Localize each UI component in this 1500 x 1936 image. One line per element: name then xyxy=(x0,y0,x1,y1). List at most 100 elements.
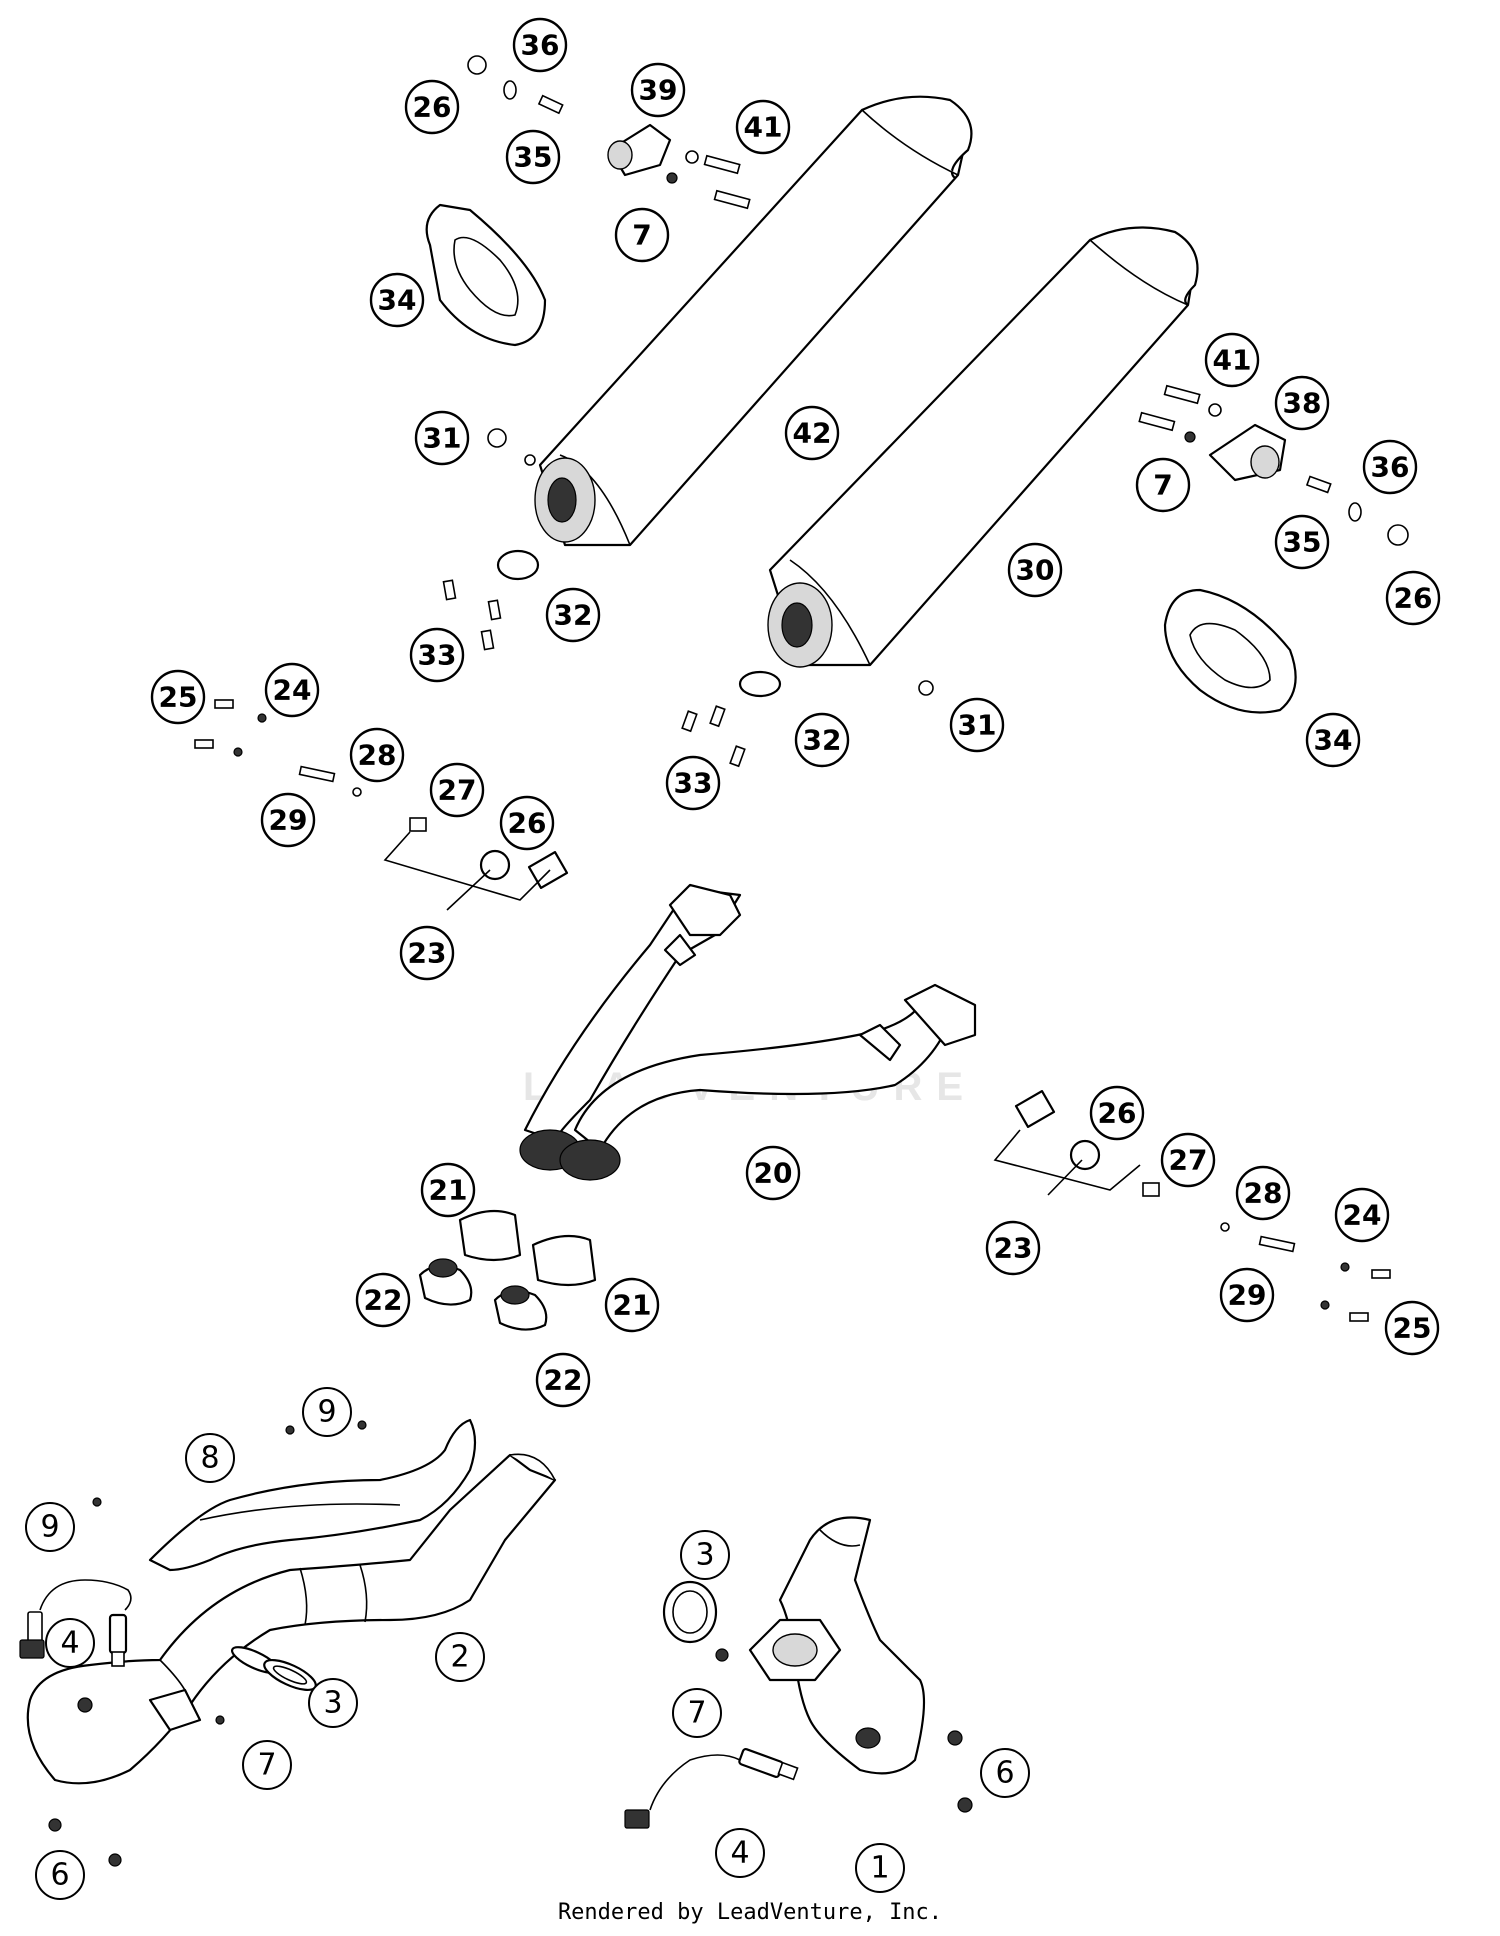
callout-28: 28 xyxy=(1235,1165,1291,1221)
muffler-42 xyxy=(534,95,973,547)
svg-text:35: 35 xyxy=(514,141,553,174)
svg-text:25: 25 xyxy=(1393,1312,1432,1345)
callout-34: 34 xyxy=(1305,712,1361,768)
callout-7: 7 xyxy=(672,1688,722,1738)
callout-38: 38 xyxy=(1274,375,1330,431)
bracket-38 xyxy=(1208,423,1287,482)
callout-25: 25 xyxy=(1384,1300,1440,1356)
callout-20: 20 xyxy=(745,1145,801,1201)
svg-text:24: 24 xyxy=(273,674,312,707)
svg-text:9: 9 xyxy=(40,1510,59,1545)
svg-text:34: 34 xyxy=(378,284,417,317)
callout-24: 24 xyxy=(1334,1187,1390,1243)
callout-23: 23 xyxy=(399,925,455,981)
o2-sensor-4-right xyxy=(624,1748,799,1829)
callout-26: 26 xyxy=(1385,570,1441,626)
svg-text:32: 32 xyxy=(803,724,842,757)
callout-35: 35 xyxy=(1274,514,1330,570)
svg-text:4: 4 xyxy=(730,1836,749,1871)
callout-22: 22 xyxy=(535,1352,591,1408)
svg-text:7: 7 xyxy=(632,219,651,252)
callout-4: 4 xyxy=(45,1618,95,1668)
callout-26: 26 xyxy=(1089,1085,1145,1141)
svg-text:1: 1 xyxy=(870,1851,889,1886)
clamp-34-left xyxy=(425,203,547,347)
svg-text:29: 29 xyxy=(1228,1279,1267,1312)
callout-39: 39 xyxy=(630,62,686,118)
svg-text:27: 27 xyxy=(438,774,477,807)
svg-text:41: 41 xyxy=(1213,344,1252,377)
callout-6: 6 xyxy=(980,1748,1030,1798)
svg-text:3: 3 xyxy=(323,1686,342,1721)
header-pipe-1 xyxy=(748,1516,926,1775)
svg-text:22: 22 xyxy=(544,1364,583,1397)
svg-text:36: 36 xyxy=(1371,451,1410,484)
callout-29: 29 xyxy=(260,792,316,848)
callout-7: 7 xyxy=(242,1740,292,1790)
callout-28: 28 xyxy=(349,727,405,783)
callout-3: 3 xyxy=(680,1530,730,1580)
clamps-22 xyxy=(418,1258,548,1331)
svg-text:7: 7 xyxy=(257,1748,276,1783)
callout-42: 42 xyxy=(784,405,840,461)
callout-21: 21 xyxy=(420,1162,476,1218)
svg-text:31: 31 xyxy=(423,422,462,455)
callout-31: 31 xyxy=(949,697,1005,753)
callout-23: 23 xyxy=(985,1220,1041,1276)
callout-24: 24 xyxy=(264,662,320,718)
callout-8: 8 xyxy=(185,1433,235,1483)
svg-text:3: 3 xyxy=(695,1538,714,1573)
callout-30: 30 xyxy=(1007,542,1063,598)
svg-text:32: 32 xyxy=(554,599,593,632)
svg-text:23: 23 xyxy=(994,1232,1033,1265)
svg-text:22: 22 xyxy=(364,1284,403,1317)
callout-35: 35 xyxy=(505,129,561,185)
callout-36: 36 xyxy=(1362,439,1418,495)
svg-text:28: 28 xyxy=(358,739,397,772)
svg-text:21: 21 xyxy=(613,1289,652,1322)
svg-text:9: 9 xyxy=(317,1395,336,1430)
header-pipe-2 xyxy=(26,1453,557,1785)
svg-text:31: 31 xyxy=(958,709,997,742)
callout-33: 33 xyxy=(665,755,721,811)
svg-text:20: 20 xyxy=(754,1157,793,1190)
callout-32: 32 xyxy=(794,712,850,768)
callout-34: 34 xyxy=(369,272,425,328)
svg-text:42: 42 xyxy=(793,417,832,450)
sleeves-21 xyxy=(458,1209,597,1287)
callout-25: 25 xyxy=(150,669,206,725)
svg-text:33: 33 xyxy=(418,639,457,672)
svg-text:7: 7 xyxy=(1153,469,1172,502)
svg-text:21: 21 xyxy=(429,1174,468,1207)
callout-41: 41 xyxy=(735,99,791,155)
callout-4: 4 xyxy=(715,1828,765,1878)
svg-text:38: 38 xyxy=(1283,387,1322,420)
svg-text:28: 28 xyxy=(1244,1177,1283,1210)
callout-32: 32 xyxy=(545,587,601,643)
svg-text:26: 26 xyxy=(1394,582,1433,615)
svg-text:35: 35 xyxy=(1283,526,1322,559)
svg-text:8: 8 xyxy=(200,1441,219,1476)
svg-text:34: 34 xyxy=(1314,724,1353,757)
callout-9: 9 xyxy=(302,1387,352,1437)
callout-33: 33 xyxy=(409,627,465,683)
callout-3: 3 xyxy=(308,1678,358,1728)
svg-text:27: 27 xyxy=(1169,1144,1208,1177)
callout-26: 26 xyxy=(499,795,555,851)
gasket-3-left xyxy=(263,1658,317,1692)
callout-7: 7 xyxy=(1135,457,1191,513)
svg-text:6: 6 xyxy=(50,1858,69,1893)
svg-text:23: 23 xyxy=(408,937,447,970)
callout-1: 1 xyxy=(855,1843,905,1893)
footer-credit: Rendered by LeadVenture, Inc. xyxy=(557,1900,943,1925)
svg-text:4: 4 xyxy=(60,1626,79,1661)
svg-text:29: 29 xyxy=(269,804,308,837)
callout-26: 26 xyxy=(404,79,460,135)
clamp-34-right xyxy=(1163,588,1297,714)
svg-text:39: 39 xyxy=(639,74,678,107)
callout-2: 2 xyxy=(435,1632,485,1682)
svg-text:41: 41 xyxy=(744,111,783,144)
svg-text:30: 30 xyxy=(1016,554,1055,587)
callout-29: 29 xyxy=(1219,1267,1275,1323)
